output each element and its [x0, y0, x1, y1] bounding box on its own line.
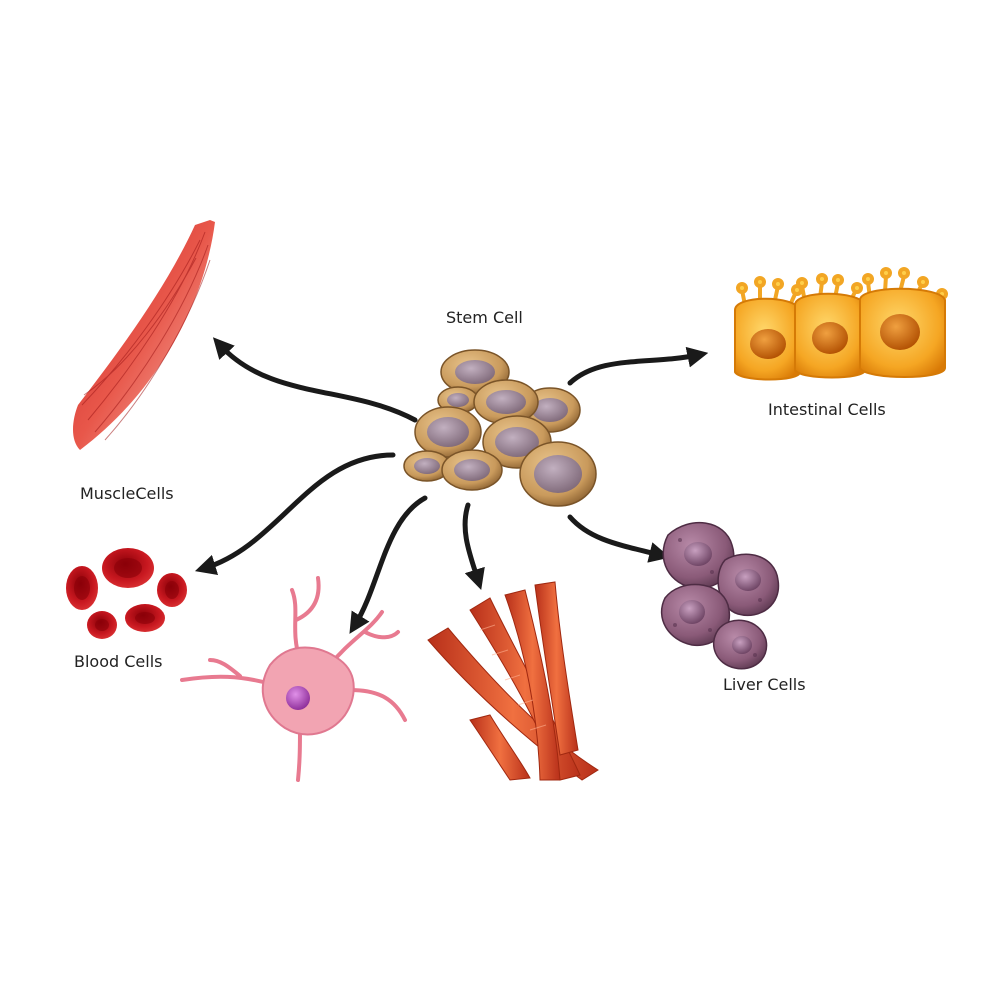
stem-cell-cluster	[403, 349, 597, 507]
neuron-illustration	[180, 576, 407, 782]
muscle-cell-illustration	[73, 220, 215, 450]
liver-cell-illustration	[660, 521, 780, 670]
liver-cells-label: Liver Cells	[723, 675, 806, 694]
arrow-to-neuron	[349, 495, 428, 634]
muscle-cells-label: MuscleCells	[80, 484, 174, 503]
arrow-to-intestinal	[567, 346, 709, 386]
arrow-to-blood	[194, 452, 396, 575]
blood-cells-label: Blood Cells	[74, 652, 163, 671]
differentiation-arrows	[194, 337, 709, 634]
intestinal-cell-illustration	[734, 267, 948, 381]
arrow-to-muscle	[212, 337, 418, 423]
arrow-to-fibers	[462, 502, 485, 591]
arrow-to-liver	[567, 514, 671, 563]
intestinal-cells-label: Intestinal Cells	[768, 400, 886, 419]
blood-cell-illustration	[66, 548, 187, 639]
stem-cell-label: Stem Cell	[446, 308, 523, 327]
muscle-fiber-illustration	[427, 581, 599, 781]
